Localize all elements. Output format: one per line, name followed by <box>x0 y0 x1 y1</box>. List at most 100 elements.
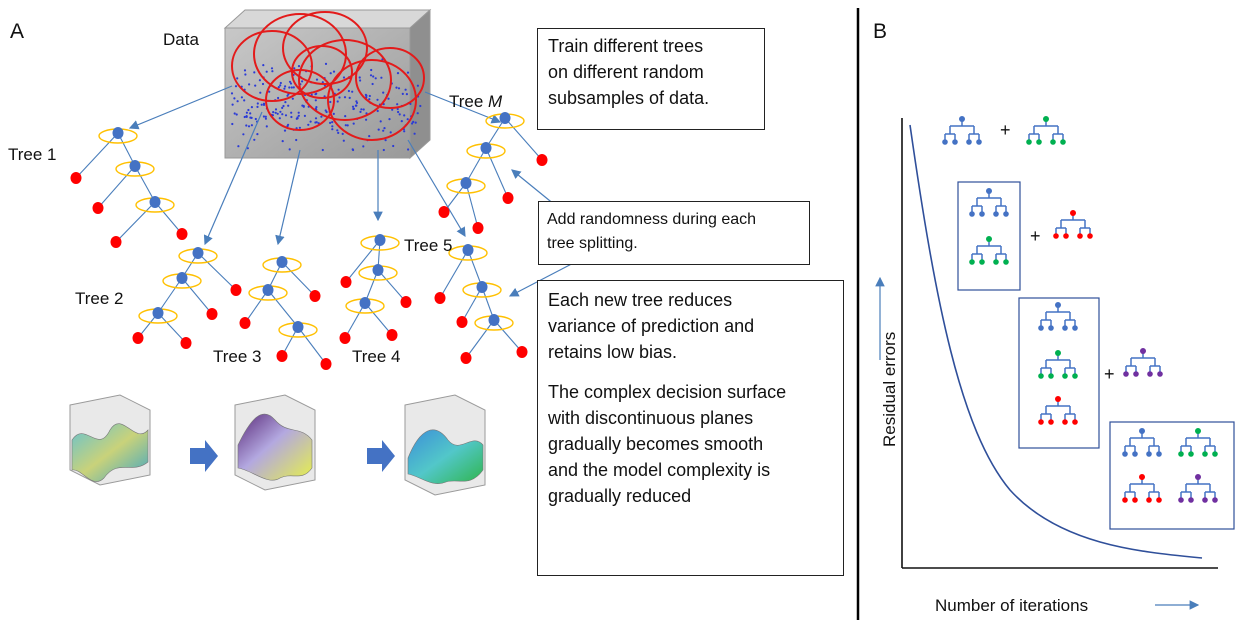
data-point <box>256 133 259 136</box>
tree-icon <box>1038 396 1078 425</box>
tree-node <box>460 177 472 189</box>
data-point <box>277 96 280 100</box>
tree-branch <box>197 252 237 291</box>
data-point <box>382 129 385 132</box>
data-point <box>376 109 379 113</box>
data-point <box>374 77 377 80</box>
tree-icon-leaf <box>1072 325 1078 331</box>
data-point <box>301 80 304 83</box>
decision-trees <box>70 112 548 370</box>
data-point <box>230 92 234 95</box>
data-point <box>253 71 256 74</box>
tree-node <box>176 272 188 284</box>
tree-node <box>476 281 488 293</box>
tree-icon-leaf <box>1063 233 1069 239</box>
data-point <box>401 92 404 95</box>
tree-leaf <box>70 172 82 184</box>
data-point <box>414 121 417 124</box>
tree-leaf <box>206 308 218 320</box>
tree-icon-root <box>1195 428 1201 434</box>
tree-icon-root <box>1139 474 1145 480</box>
data-point <box>231 122 234 126</box>
tree-icon-root <box>1070 210 1076 216</box>
tree-icon-leaf <box>1157 371 1163 377</box>
data-point <box>337 131 340 134</box>
tree-node <box>359 297 371 309</box>
data-point <box>237 145 240 148</box>
tree-node <box>480 142 492 154</box>
variance-note-line: Each new tree reduces <box>548 290 733 310</box>
subsample-ellipses <box>231 11 425 141</box>
data-point <box>365 118 368 121</box>
tree-icon-leaf <box>1156 497 1162 503</box>
data-point <box>260 103 263 106</box>
tree-icon <box>1053 210 1093 239</box>
tree-node <box>129 160 141 172</box>
tree-leaf <box>340 276 352 288</box>
tree-branch <box>157 312 187 344</box>
tree-leaf <box>239 317 251 329</box>
data-point <box>355 104 358 107</box>
data-point <box>286 125 289 128</box>
ensemble-frame <box>1018 297 1100 449</box>
data-point <box>288 86 291 89</box>
tree-node <box>462 244 474 256</box>
data-point <box>279 84 282 87</box>
data-point <box>314 117 318 120</box>
tree-icon-leaf <box>1202 497 1208 503</box>
tree-icon-leaf <box>969 259 975 265</box>
tree-icon-leaf <box>976 139 982 145</box>
data-point <box>343 96 347 99</box>
tree-branch <box>267 289 299 328</box>
tree-leaf <box>92 202 104 214</box>
data-point <box>320 115 323 118</box>
tree-node <box>499 112 511 124</box>
tree-branch <box>75 132 119 179</box>
data-point <box>352 107 355 110</box>
data-point <box>416 112 419 115</box>
data-point <box>388 118 391 121</box>
data-point <box>288 80 292 83</box>
data-point <box>287 104 290 107</box>
data-point <box>382 148 385 152</box>
tree-icon-leaf <box>1072 373 1078 379</box>
tree-leaf <box>386 329 398 341</box>
tree-icon-leaf <box>1178 451 1184 457</box>
tree <box>70 127 188 248</box>
tree-icon-leaf <box>1212 451 1218 457</box>
tree-branch <box>181 277 213 315</box>
surface-note-line: and the model complexity is <box>548 460 771 480</box>
data-point <box>405 93 408 96</box>
data-point <box>290 111 293 114</box>
data-point <box>264 117 267 120</box>
data-point <box>332 112 335 115</box>
tree-node <box>262 284 274 296</box>
tree-icon-leaf <box>1132 451 1138 457</box>
data-point <box>397 87 401 90</box>
tree-leaf <box>180 337 192 349</box>
decision-surface-2 <box>234 394 316 491</box>
data-point <box>289 82 293 85</box>
tree-branch <box>157 277 183 314</box>
data-point <box>256 105 259 108</box>
tree-icon-root <box>1055 350 1061 356</box>
decision-surface-3 <box>404 394 486 496</box>
tree <box>239 256 332 370</box>
tree-m-label: Tree M <box>449 92 502 112</box>
tree-icon-leaf <box>1003 211 1009 217</box>
data-point <box>297 114 300 117</box>
data-point <box>290 115 293 119</box>
surface-note-line: with discontinuous planes <box>548 408 754 428</box>
tree-icon-leaf <box>1146 497 1152 503</box>
tree <box>132 247 242 349</box>
data-point <box>283 129 287 132</box>
data-point <box>329 121 332 124</box>
tree-branch <box>485 147 509 199</box>
data-point <box>297 65 301 68</box>
data-point <box>362 108 365 111</box>
data-point <box>344 115 347 118</box>
plus-sign: + <box>1030 226 1041 246</box>
data-point <box>231 103 234 106</box>
data-point <box>396 107 399 111</box>
